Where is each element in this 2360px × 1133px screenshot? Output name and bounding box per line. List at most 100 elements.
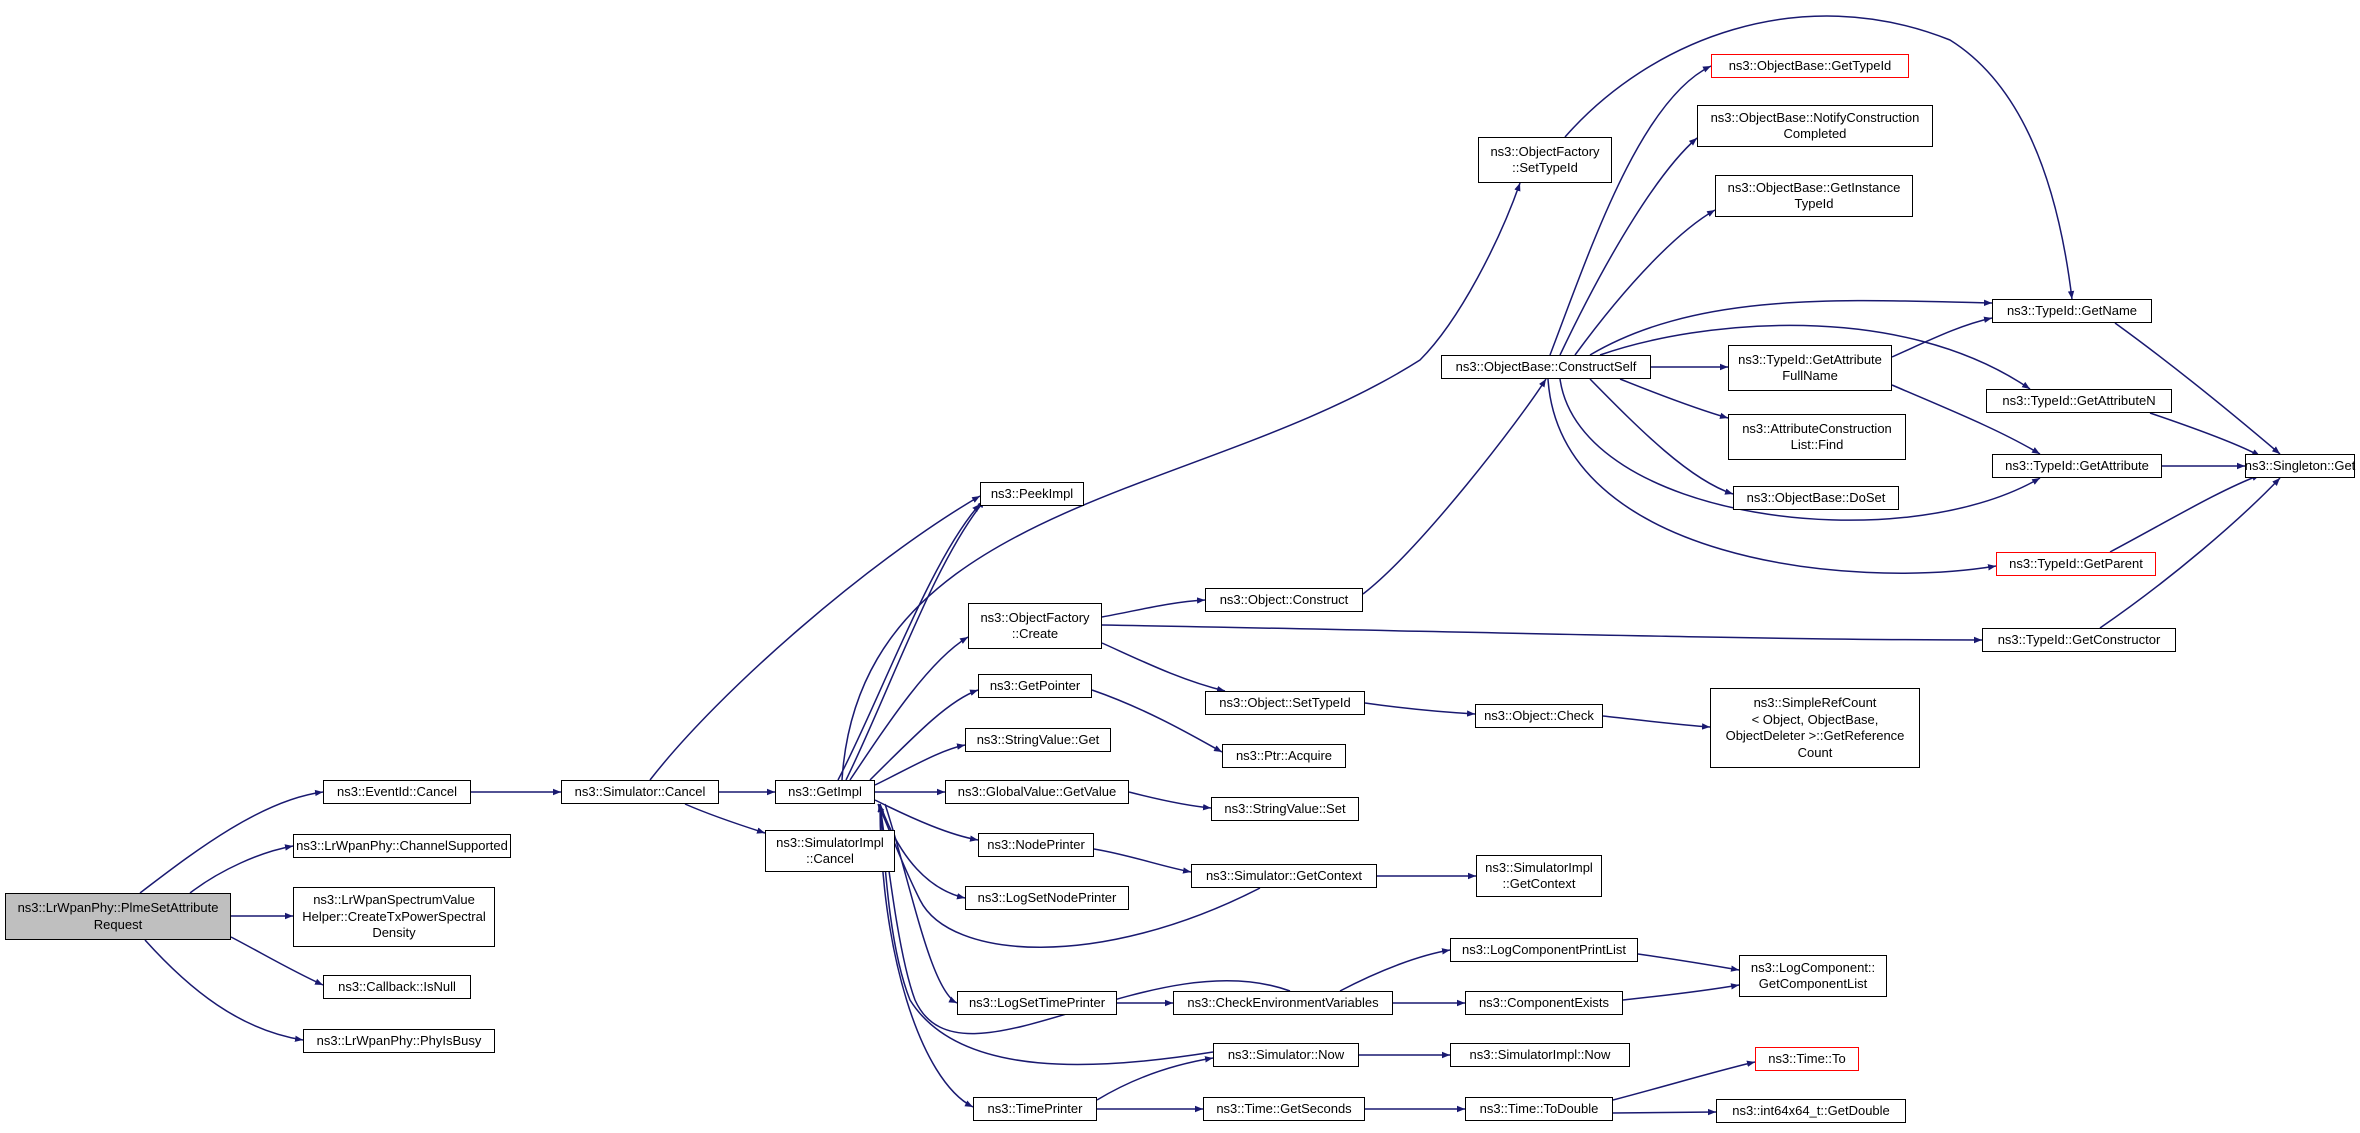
node-objbase-gettypeid[interactable]: ns3::ObjectBase::GetTypeId <box>1711 54 1909 78</box>
node-create-tx-psd[interactable]: ns3::LrWpanSpectrumValue Helper::CreateT… <box>293 887 495 947</box>
edge-constructself-attrfind <box>1619 378 1729 419</box>
edge-attrfullname-getattribute <box>1891 384 2041 455</box>
edge-objfactory-create-object-settypeid <box>1101 642 1226 693</box>
edge-todouble-timeto <box>1612 1060 1756 1101</box>
node-simimpl-getcontext[interactable]: ns3::SimulatorImpl ::GetContext <box>1476 855 1602 897</box>
node-int64x64-getdouble[interactable]: ns3::int64x64_t::GetDouble <box>1716 1099 1906 1123</box>
node-root-plmesetattributerequest: ns3::LrWpanPhy::PlmeSetAttribute Request <box>5 893 231 940</box>
edge-getimpl-logsettimeprinter <box>884 803 958 1004</box>
node-objbase-constructself[interactable]: ns3::ObjectBase::ConstructSelf <box>1441 355 1651 379</box>
edge-getname-singleton <box>2114 322 2281 455</box>
edge-componentexists-getlist <box>1622 983 1740 1001</box>
node-objfactory-settypeid[interactable]: ns3::ObjectFactory ::SetTypeId <box>1478 137 1612 183</box>
edge-objfactory-settypeid-getname <box>1564 15 2075 300</box>
edge-constructself-getname <box>1589 299 1993 356</box>
node-simulator-getcontext[interactable]: ns3::Simulator::GetContext <box>1191 864 1377 888</box>
edge-simcancel-peekimpl <box>649 495 981 781</box>
edge-construct-constructself <box>1362 378 1547 595</box>
node-object-settypeid[interactable]: ns3::Object::SetTypeId <box>1205 691 1365 715</box>
edge-simcancel-simimplcancel <box>684 803 766 834</box>
node-logcomponent-printlist[interactable]: ns3::LogComponentPrintList <box>1450 938 1638 962</box>
node-nodeprinter[interactable]: ns3::NodePrinter <box>978 833 1094 857</box>
edge-todouble-int64x64 <box>1612 1108 1717 1116</box>
node-object-check[interactable]: ns3::Object::Check <box>1475 704 1603 728</box>
node-objbase-notify[interactable]: ns3::ObjectBase::NotifyConstruction Comp… <box>1697 105 1933 147</box>
node-getpointer[interactable]: ns3::GetPointer <box>978 674 1092 698</box>
node-simimpl-cancel[interactable]: ns3::SimulatorImpl ::Cancel <box>765 830 895 872</box>
node-phy-isbusy[interactable]: ns3::LrWpanPhy::PhyIsBusy <box>303 1029 495 1053</box>
node-component-exists[interactable]: ns3::ComponentExists <box>1465 991 1623 1015</box>
edge-check-simplerefcount <box>1602 715 1711 730</box>
edge-constructself-getparent <box>1547 378 1997 574</box>
edge-getparent-singleton <box>2109 474 2261 553</box>
node-typeid-getattribute[interactable]: ns3::TypeId::GetAttribute <box>1992 454 2162 478</box>
edge-object-settypeid-check <box>1364 702 1476 717</box>
edge-root-phy-isbusy <box>144 939 304 1042</box>
node-timeprinter[interactable]: ns3::TimePrinter <box>973 1097 1097 1121</box>
node-callback-isnull[interactable]: ns3::Callback::IsNull <box>323 975 471 999</box>
node-stringvalue-set[interactable]: ns3::StringValue::Set <box>1211 797 1359 821</box>
node-objbase-doset[interactable]: ns3::ObjectBase::DoSet <box>1733 486 1899 510</box>
edge-getimpl-peekimpl-b <box>845 499 986 781</box>
edge-constructself-notify <box>1559 137 1698 356</box>
edge-constructself-getinstance <box>1574 209 1716 356</box>
node-time-getseconds[interactable]: ns3::Time::GetSeconds <box>1203 1097 1365 1121</box>
node-ptr-acquire[interactable]: ns3::Ptr::Acquire <box>1222 744 1346 768</box>
edge-getimpl-objfactory-create <box>849 636 969 781</box>
edge-timeprinter-simnow <box>1096 1056 1214 1101</box>
node-getimpl[interactable]: ns3::GetImpl <box>775 780 875 804</box>
node-channel-supported[interactable]: ns3::LrWpanPhy::ChannelSupported <box>293 834 511 858</box>
node-check-env-vars[interactable]: ns3::CheckEnvironmentVariables <box>1173 991 1393 1015</box>
edge-envvars-getimpl <box>877 803 1291 1035</box>
node-singleton-get[interactable]: ns3::Singleton::Get <box>2245 454 2355 478</box>
node-typeid-getparent[interactable]: ns3::TypeId::GetParent <box>1996 552 2156 576</box>
edge-constructself-doset <box>1589 378 1734 495</box>
node-simulator-cancel[interactable]: ns3::Simulator::Cancel <box>561 780 719 804</box>
node-typeid-getname[interactable]: ns3::TypeId::GetName <box>1992 299 2152 323</box>
edge-constructself-gettypeid <box>1549 65 1712 356</box>
node-globalvalue-getvalue[interactable]: ns3::GlobalValue::GetValue <box>945 780 1129 804</box>
edge-getpointer-ptracquire <box>1091 689 1223 753</box>
node-peekimpl[interactable]: ns3::PeekImpl <box>980 482 1084 506</box>
edge-nodeprinter-simcontext <box>1093 848 1192 874</box>
node-logsettimeprinter[interactable]: ns3::LogSetTimePrinter <box>957 991 1117 1015</box>
edge-root-callback-isnull <box>230 936 324 986</box>
edge-objfactory-create-construct <box>1101 597 1206 618</box>
node-stringvalue-get[interactable]: ns3::StringValue::Get <box>965 728 1111 752</box>
node-object-construct[interactable]: ns3::Object::Construct <box>1205 588 1363 612</box>
edge-printlist-getlist <box>1637 953 1740 972</box>
node-logsetnodeprinter[interactable]: ns3::LogSetNodePrinter <box>965 886 1129 910</box>
node-logcomponent-getlist[interactable]: ns3::LogComponent:: GetComponentList <box>1739 955 1887 997</box>
edge-getimpl-peekimpl-a <box>837 503 981 781</box>
edge-attrfullname-getname <box>1891 316 1993 358</box>
edge-simnow-getimpl <box>877 803 1214 1066</box>
node-objfactory-create[interactable]: ns3::ObjectFactory ::Create <box>968 603 1102 649</box>
edge-globalvalue-stringvalueset <box>1128 791 1212 811</box>
edge-getimpl-getpointer <box>869 689 979 781</box>
node-eventid-cancel[interactable]: ns3::EventId::Cancel <box>323 780 471 804</box>
node-simplerefcount[interactable]: ns3::SimpleRefCount < Object, ObjectBase… <box>1710 688 1920 768</box>
node-typeid-getconstructor[interactable]: ns3::TypeId::GetConstructor <box>1982 628 2176 652</box>
edge-getattributen-singleton <box>2149 412 2261 457</box>
node-objbase-getinstance[interactable]: ns3::ObjectBase::GetInstance TypeId <box>1715 175 1913 217</box>
node-typeid-getattrfullname[interactable]: ns3::TypeId::GetAttribute FullName <box>1728 345 1892 391</box>
edge-getimpl-objfactory-settypeid <box>841 182 1521 781</box>
node-typeid-getattributen[interactable]: ns3::TypeId::GetAttributeN <box>1986 389 2172 413</box>
edge-getconstructor-singleton <box>2099 477 2281 629</box>
node-simulator-now[interactable]: ns3::Simulator::Now <box>1213 1043 1359 1067</box>
edge-constructself-getattributen <box>1599 324 2031 390</box>
edge-root-channel-supported <box>189 844 294 894</box>
edge-constructself-getattribute <box>1559 378 2041 521</box>
edge-root-eventid-cancel <box>139 789 324 894</box>
node-simimpl-now[interactable]: ns3::SimulatorImpl::Now <box>1450 1043 1630 1067</box>
node-attrconstruction-find[interactable]: ns3::AttributeConstruction List::Find <box>1728 414 1906 460</box>
node-time-todouble[interactable]: ns3::Time::ToDouble <box>1465 1097 1613 1121</box>
edge-getimpl-stringvalue-get <box>874 743 966 786</box>
edge-getimpl-logsetnodeprinter <box>879 803 966 900</box>
edge-envvars-printlist <box>1339 948 1451 992</box>
node-time-to[interactable]: ns3::Time::To <box>1755 1047 1859 1071</box>
edge-objfactory-create-getconstructor <box>1101 624 1983 644</box>
edge-getimpl-nodeprinter <box>874 799 979 842</box>
